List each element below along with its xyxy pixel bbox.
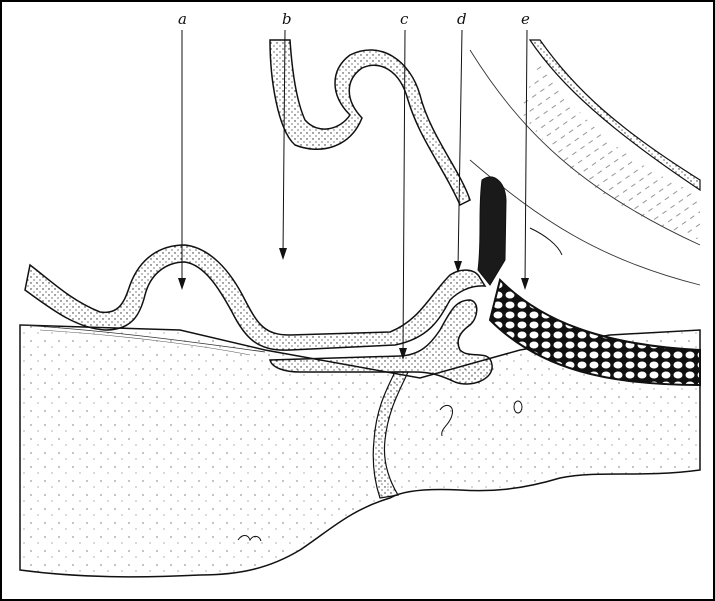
upper-fold (270, 40, 470, 205)
label-c: c (400, 10, 409, 28)
label-b: b (282, 10, 292, 28)
label-a: a (178, 10, 187, 28)
fibrous-region (520, 60, 700, 240)
label-d: d (457, 10, 467, 28)
pointer-d (454, 30, 462, 273)
label-e: e (521, 10, 530, 28)
small-vessel-4 (530, 228, 562, 255)
pointer-e (521, 30, 529, 290)
dark-stalk (478, 177, 506, 285)
